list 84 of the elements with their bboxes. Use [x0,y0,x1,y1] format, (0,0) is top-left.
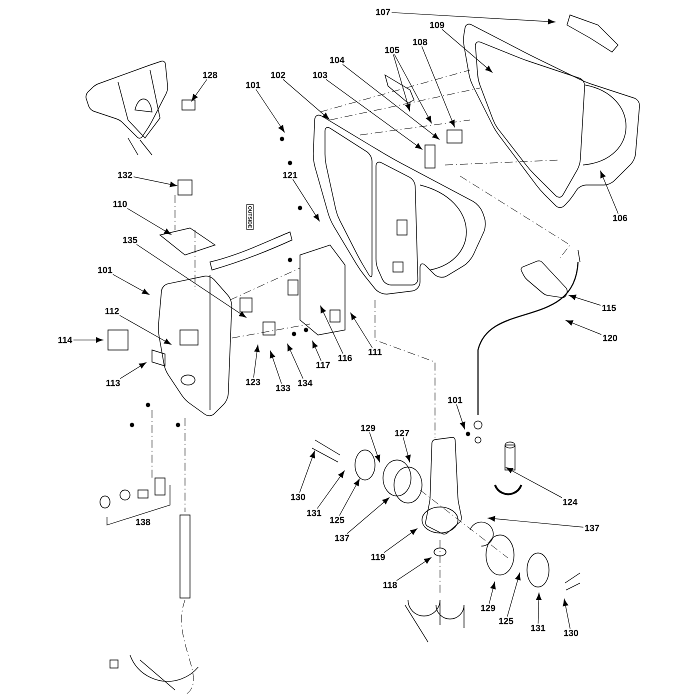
leader-line [394,54,432,124]
leader-line [256,89,285,132]
callout-number: 111 [368,348,382,356]
callout-number: 101 [448,396,462,404]
callout-number: 135 [123,236,138,244]
callout-number: 104 [330,56,344,64]
leader-line [292,179,320,222]
leader-line [442,29,492,72]
callout-number: 114 [58,336,72,344]
callout-number: 130 [291,494,306,500]
callout-number: 134 [298,380,312,386]
callout-number: 102 [271,72,286,78]
leader-line [191,79,208,102]
leader-line [488,582,496,604]
callout-number: 137 [585,524,600,532]
callout-number: 121 [283,172,298,178]
leader-line [253,344,260,378]
leader-line [127,208,172,235]
leader-line [287,344,304,379]
callout-number: 129 [481,604,496,612]
callout-number: 106 [613,214,628,222]
leader-line [316,470,345,509]
leader-line [350,312,373,348]
leader-line [384,528,418,553]
callout-number: 101 [246,82,260,88]
leader-line [402,437,411,462]
leader-line [506,467,562,498]
leader-line [536,592,542,624]
leader-line [342,64,440,140]
leader-line [369,432,380,462]
callout-number: 101 [98,266,112,274]
callout-number: 115 [602,304,616,312]
callout-number: 116 [338,354,352,362]
callout-number: 112 [105,308,119,314]
leader-line [282,79,330,120]
callout-number: 128 [203,72,218,78]
callout-number: 110 [113,200,127,208]
callout-number: 127 [395,430,410,436]
callout-number: 119 [371,554,385,560]
leader-line [506,572,521,617]
callout-number: 133 [276,384,290,392]
leader-line [133,176,178,188]
leader-line [421,46,455,128]
leader-line [568,294,601,306]
leader-line [299,450,316,493]
leader-line [562,598,570,629]
leader-line [312,340,322,362]
callout-number: 105 [385,46,400,54]
callout-number: 113 [106,380,120,386]
callout-number: 103 [313,72,328,78]
callout-number: 138 [136,518,150,526]
leader-line [120,362,146,379]
callout-number: 125 [330,516,344,524]
callout-number: 117 [316,362,330,368]
callout-number: 131 [307,510,322,516]
leader-line [339,478,360,516]
leader-line [566,320,602,335]
leader-line [73,337,104,343]
callout-number: 125 [499,618,514,624]
leader-line [488,516,584,528]
callout-number: 107 [376,8,390,16]
leader-line [600,170,618,214]
leader-line [392,54,411,112]
leader-line [136,244,246,318]
leader-line [396,557,432,581]
callout-number: 123 [246,378,260,386]
leader-line [456,404,466,430]
callout-number: 118 [383,582,397,588]
callout-number: 120 [603,334,618,342]
leader-line [320,306,344,354]
leader-line [326,79,422,150]
callout-number: 129 [361,424,376,432]
callout-number: 130 [564,630,578,636]
callout-number: 137 [335,534,350,542]
callout-number: 108 [413,38,428,46]
leader-line [346,498,390,534]
leader-line [391,12,556,24]
leader-line [270,350,282,384]
callout-number: 132 [118,172,132,178]
callout-number: 131 [531,624,546,632]
callout-number: 124 [563,498,578,506]
leader-line [119,315,172,345]
callout-number: 109 [430,22,444,28]
leader-line [112,274,150,295]
